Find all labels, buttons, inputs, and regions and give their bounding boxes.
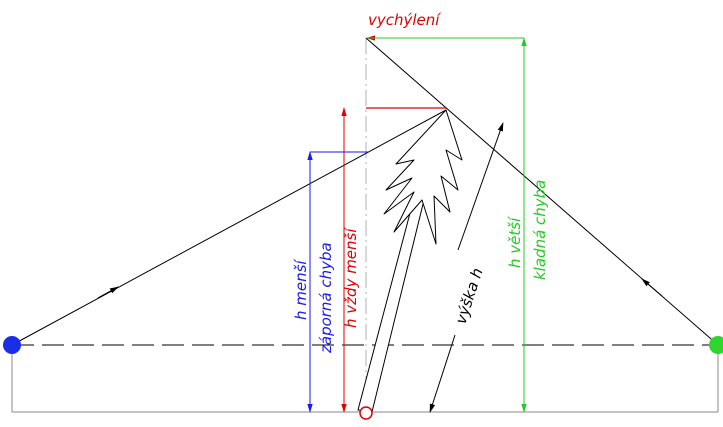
h-always-smaller-label: h vždy menší (342, 227, 360, 328)
tree-trunk (357, 197, 425, 413)
negative-error-label: záporná chyba (317, 242, 335, 354)
tree-crown (383, 109, 463, 245)
deflection-label: vychýlení (368, 11, 441, 29)
height-h-arrow-down (429, 334, 456, 413)
height-h-arrow-up (457, 122, 504, 251)
h-smaller-label: h menší (292, 259, 310, 320)
left-sight-arrow (97, 286, 119, 299)
left-sight-line (11, 109, 447, 346)
right-observer-dot (709, 336, 723, 354)
positive-error-label: kladná chyba (531, 180, 549, 280)
left-observer-dot (3, 336, 21, 354)
h-larger-label: h větší (506, 216, 524, 268)
height-h-label: výška h (452, 266, 487, 326)
leaning-tree (357, 109, 463, 413)
tree-base-marker (359, 406, 373, 420)
right-sight-arrow (641, 278, 663, 297)
